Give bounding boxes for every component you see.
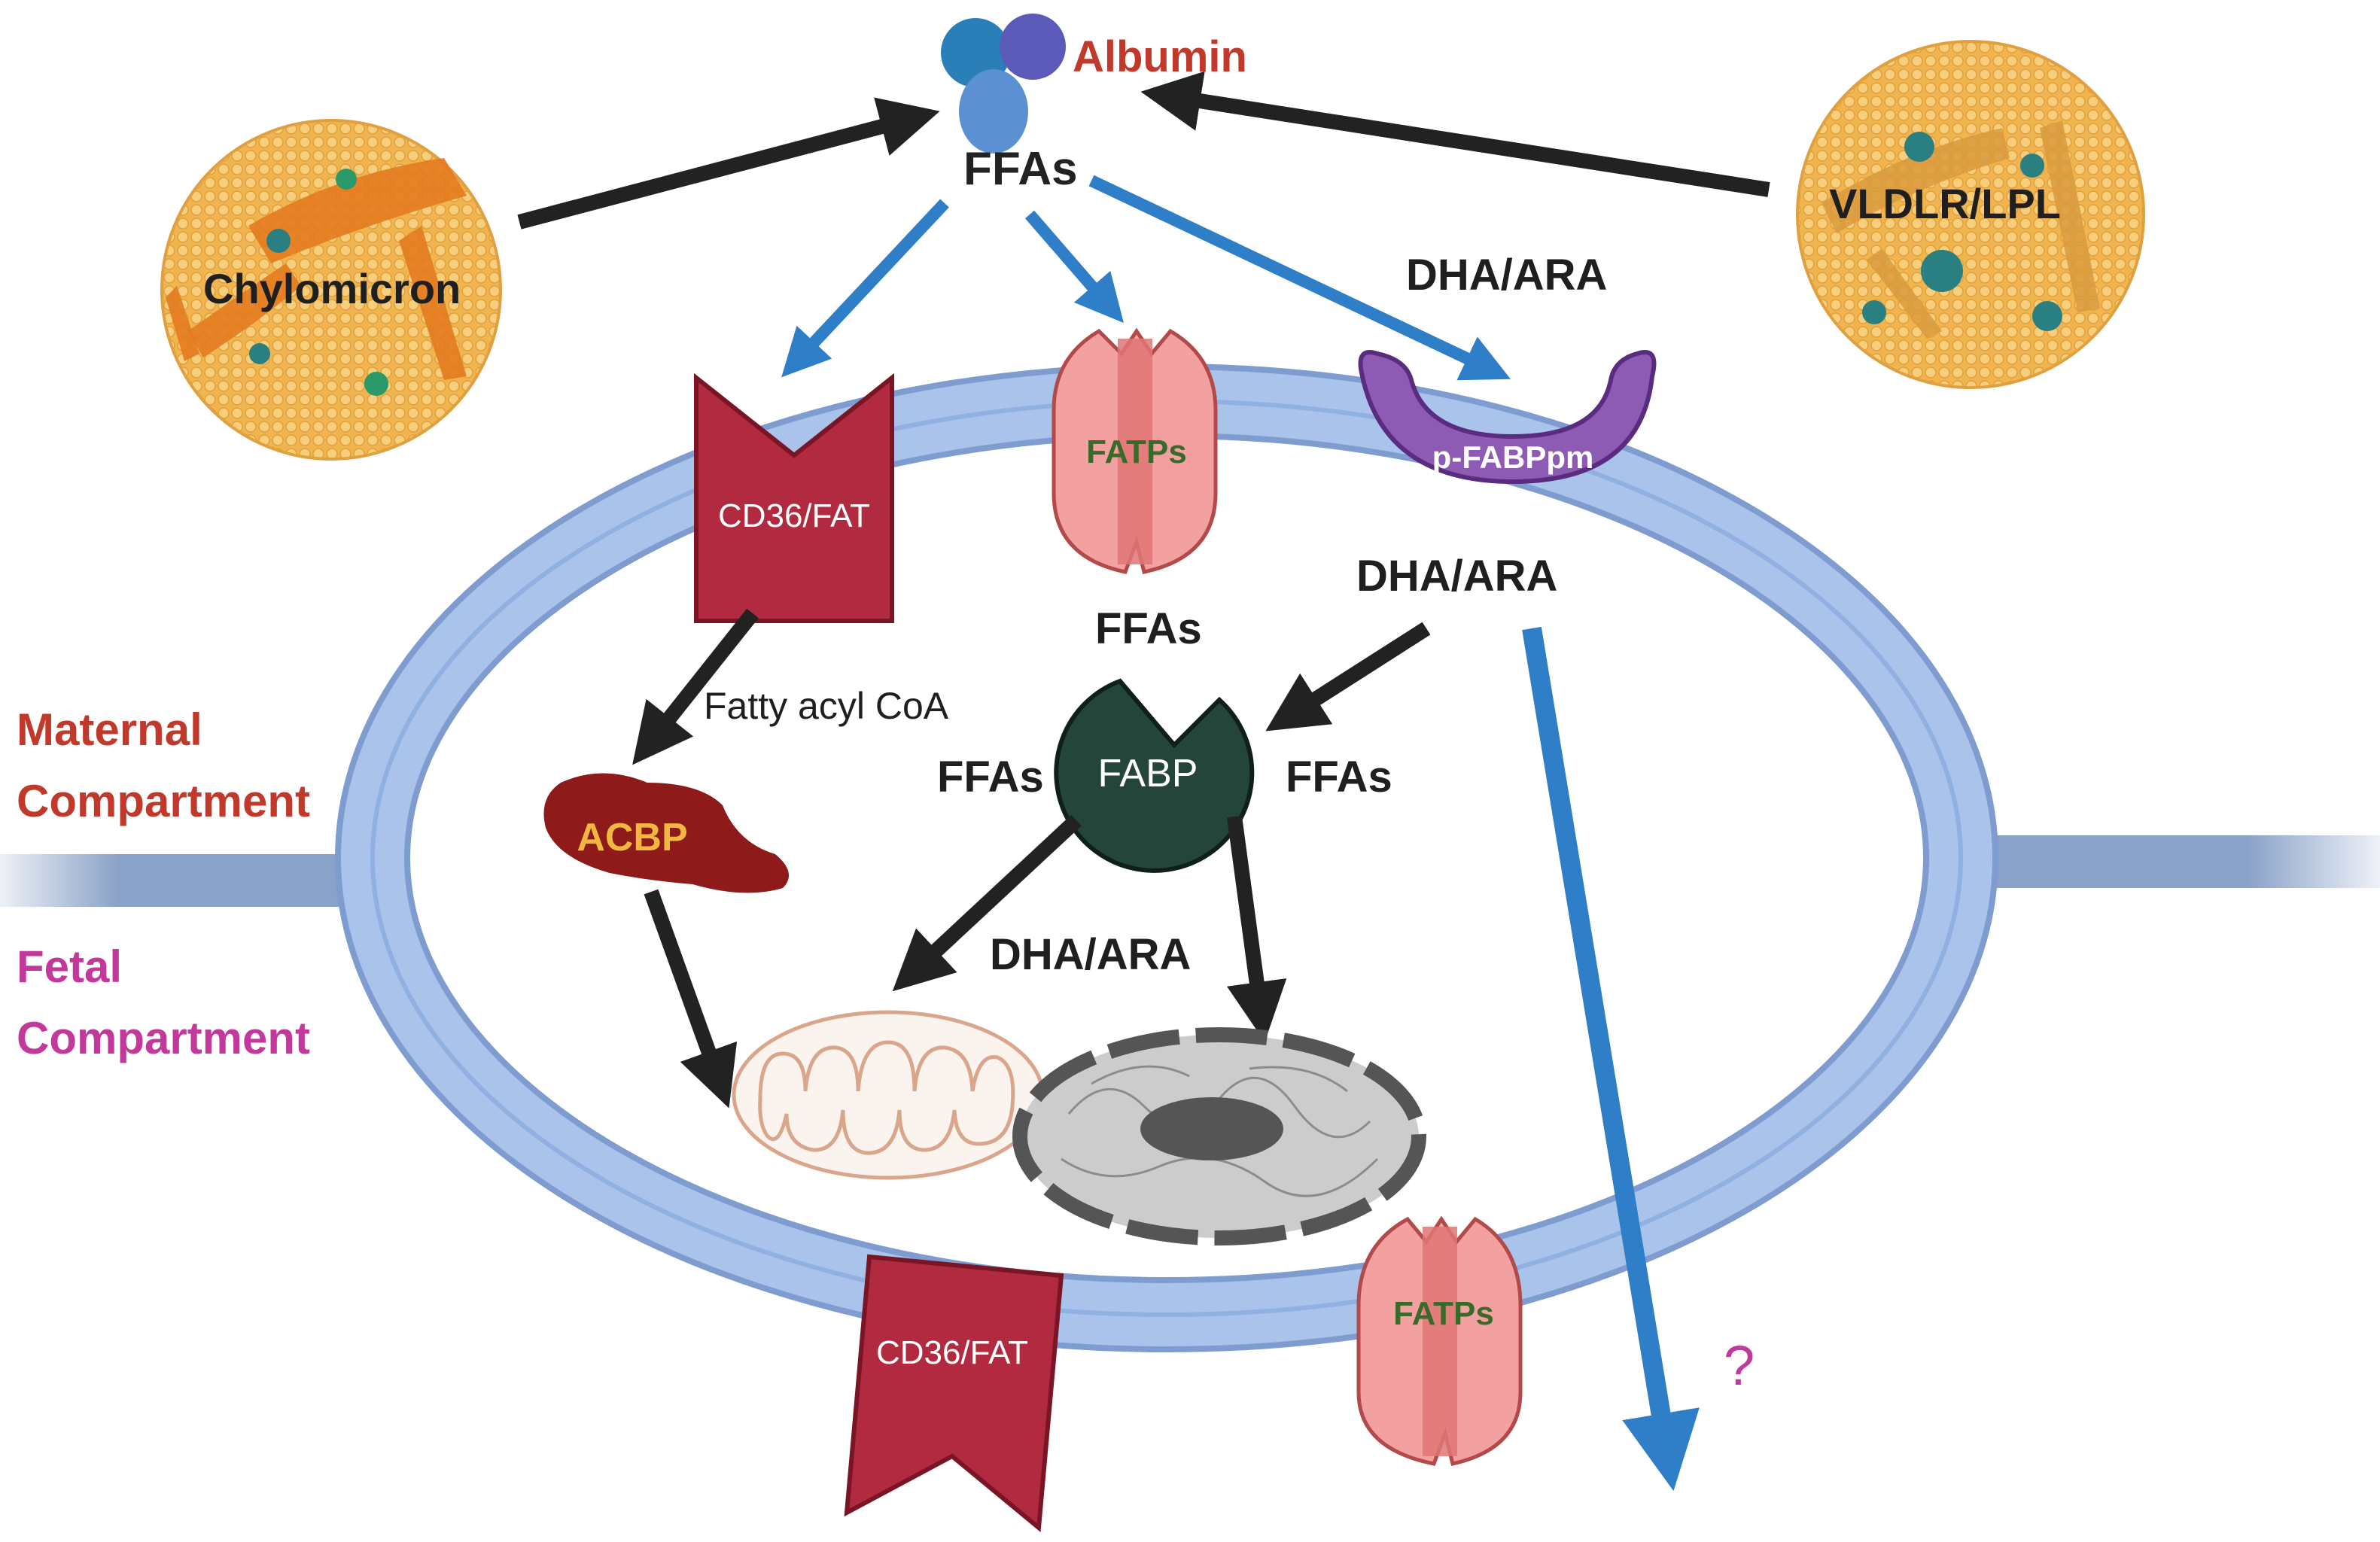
- fabp-label: FABP: [1098, 752, 1198, 795]
- albumin-protein-icon: [941, 14, 1066, 154]
- arrow-dha-ara-to-fetal: [1522, 626, 1700, 1492]
- fatps-top-label: FATPs: [1086, 433, 1187, 470]
- arrow-ffas-to-cd36: [781, 199, 949, 378]
- arrow-dha-ara-to-fabp: [1265, 622, 1431, 731]
- cd36-fat-top-label: CD36/FAT: [718, 497, 870, 534]
- question-mark-label: ?: [1724, 1334, 1755, 1397]
- p-fabppm-label: p-FABPpm: [1432, 439, 1594, 475]
- fetal-compartment-label-line2: Compartment: [17, 1013, 310, 1063]
- ffas-fabp-right-label: FFAs: [1286, 753, 1392, 801]
- nucleus-icon: [1012, 1027, 1426, 1245]
- chylomicron-label: Chylomicron: [203, 265, 461, 312]
- arrow-cd36-to-acbp: [632, 608, 759, 765]
- arrow-fabp-to-nucleus: [1227, 815, 1287, 1042]
- mitochondrion-icon: [732, 1010, 1045, 1180]
- arrow-acbp-to-mitochondrion: [644, 889, 738, 1109]
- maternal-compartment-label-line1: Maternal: [17, 704, 202, 755]
- arrow-fabp-to-mitochondrion: [892, 814, 1082, 992]
- acbp-label: ACBP: [577, 816, 687, 859]
- ffas-fabp-top-label: FFAs: [1095, 604, 1202, 653]
- cd36-fat-bottom-receptor: [844, 1254, 1064, 1532]
- fetal-compartment-label-line1: Fetal: [17, 941, 122, 992]
- chylomicron-icon: [160, 119, 502, 461]
- fatps-bottom-transporter: [1356, 1215, 1523, 1466]
- maternal-compartment-label-line2: Compartment: [17, 776, 310, 826]
- fatps-bottom-label: FATPs: [1393, 1295, 1494, 1332]
- ffas-top-label: FFAs: [963, 143, 1078, 195]
- fatty-acyl-coa-label: Fatty acyl CoA: [704, 685, 949, 727]
- arrow-ffas-to-pfabppm: [1088, 175, 1511, 381]
- vldlr-lpl-particle-icon: [1796, 40, 2145, 389]
- cd36-fat-bottom-label: CD36/FAT: [876, 1334, 1028, 1371]
- arrow-vldlr-to-ffas: [1140, 71, 1770, 197]
- dha-ara-mid-label: DHA/ARA: [1356, 552, 1557, 601]
- arrow-chylomicron-to-ffas: [517, 97, 940, 230]
- cd36-fat-top-receptor: [694, 373, 894, 623]
- p-fabppm-protein: [1358, 350, 1657, 485]
- dha-ara-low-label: DHA/ARA: [990, 930, 1191, 979]
- fatps-top-transporter: [1052, 327, 1218, 574]
- albumin-label: Albumin: [1073, 32, 1247, 81]
- vldlr-lpl-label: VLDLR/LPL: [1829, 180, 2061, 227]
- boundary-bar-right: [1942, 835, 2380, 888]
- fabp-protein: [1054, 678, 1255, 873]
- ffas-fabp-left-label: FFAs: [937, 753, 1044, 801]
- dha-ara-top-label: DHA/ARA: [1406, 251, 1607, 300]
- boundary-bar-left: [0, 854, 391, 907]
- arrow-ffas-to-fatps: [1024, 210, 1124, 324]
- acbp-protein: [543, 773, 789, 893]
